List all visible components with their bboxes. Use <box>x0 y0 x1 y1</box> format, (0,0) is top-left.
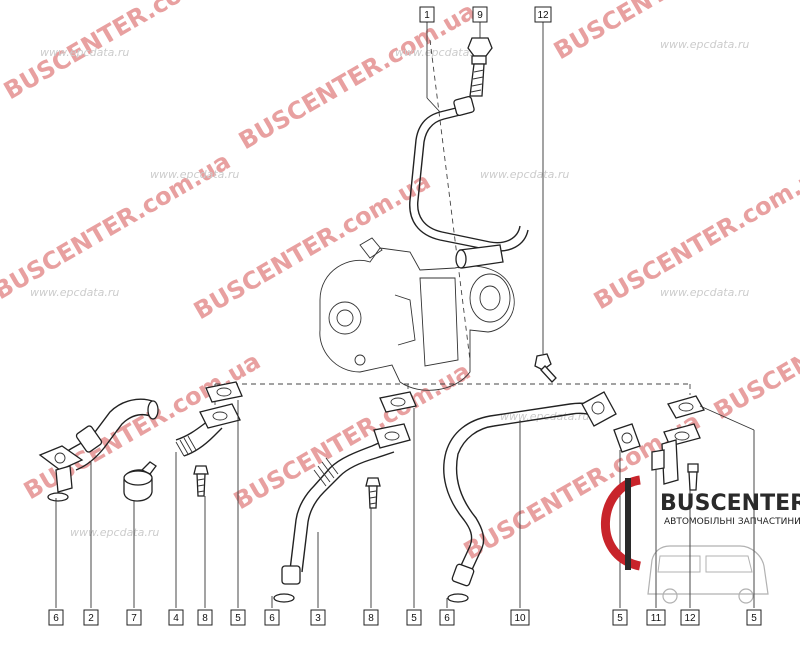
callout-8: 8 <box>363 609 379 626</box>
callout-10: 10 <box>510 609 530 626</box>
callout-label: 11 <box>651 613 662 624</box>
callout-label: 12 <box>537 10 549 21</box>
callouts-top: 1 9 12 <box>419 6 552 23</box>
callout-5: 5 <box>230 609 246 626</box>
banjo-bolt <box>467 37 493 97</box>
callout-12: 12 <box>534 6 552 23</box>
oil-return-pipe-right <box>443 391 641 603</box>
callout-label: 6 <box>53 613 59 624</box>
watermark-brand: BUSCENTER.com.ua <box>229 357 475 515</box>
buscenter-logo: BUSCENTER АВТОМОБІЛЬНІ ЗАПЧАСТИНИ <box>600 475 800 604</box>
watermark-brand: BUSCENTER.com.ua <box>234 0 480 155</box>
turbocharger-assembly <box>319 237 515 391</box>
logo-subtitle: АВТОМОБІЛЬНІ ЗАПЧАСТИНИ <box>664 517 800 527</box>
callout-2: 2 <box>83 609 99 626</box>
watermark-brand: BUSCENTER.com.ua <box>189 167 435 325</box>
callout-label: 8 <box>368 613 374 624</box>
callout-label: 6 <box>269 613 275 624</box>
callout-5: 5 <box>406 609 422 626</box>
callout-label: 8 <box>202 613 208 624</box>
callout-label: 9 <box>477 10 483 21</box>
callout-4: 4 <box>168 609 184 626</box>
leader-lines <box>55 22 755 608</box>
callout-12: 12 <box>680 609 700 626</box>
callout-8: 8 <box>197 609 213 626</box>
callout-label: 6 <box>444 613 450 624</box>
callout-5: 5 <box>612 609 628 626</box>
watermark-site: www.epcdata.ru <box>480 168 569 181</box>
logo-name: BUSCENTER <box>660 491 800 516</box>
oil-return-adapter <box>651 395 705 491</box>
watermark-layer: BUSCENTER.com.ua BUSCENTER.com.ua BUSCEN… <box>0 0 800 565</box>
watermark-site: www.epcdata.ru <box>395 46 484 59</box>
logo-c-mark <box>600 475 642 571</box>
callout-label: 1 <box>424 10 430 21</box>
callout-label: 5 <box>411 613 417 624</box>
callout-3: 3 <box>310 609 326 626</box>
callout-6: 6 <box>264 609 280 626</box>
callout-5: 5 <box>746 609 762 626</box>
flange-bolt-top <box>534 353 557 383</box>
callouts-bottom: 6 2 7 4 8 5 6 3 8 5 6 10 5 11 12 5 <box>48 609 762 626</box>
callout-label: 5 <box>751 613 757 624</box>
callout-label: 3 <box>315 613 321 624</box>
callout-label: 5 <box>617 613 623 624</box>
callout-label: 4 <box>173 613 179 624</box>
callout-6: 6 <box>48 609 64 626</box>
callout-label: 5 <box>235 613 241 624</box>
callout-label: 7 <box>131 613 137 624</box>
watermark-site: www.epcdata.ru <box>150 168 239 181</box>
minibus-icon <box>647 545 769 604</box>
callout-label: 10 <box>514 613 526 624</box>
oil-return-pipe-left <box>273 391 417 603</box>
watermark-brand: BUSCENTER.com.ua <box>549 0 795 65</box>
oil-feed-pipe <box>409 95 529 269</box>
callout-1: 1 <box>419 6 435 23</box>
left-hose-group <box>38 381 243 502</box>
watermark-site: www.epcdata.ru <box>500 410 589 423</box>
callout-11: 11 <box>646 609 666 626</box>
callout-7: 7 <box>126 609 142 626</box>
callout-label: 2 <box>88 613 94 624</box>
watermark-site: www.epcdata.ru <box>660 38 749 51</box>
callout-9: 9 <box>472 6 488 23</box>
watermark-site: www.epcdata.ru <box>660 286 749 299</box>
watermark-site: www.epcdata.ru <box>30 286 119 299</box>
callout-label: 12 <box>684 613 696 624</box>
callout-6: 6 <box>439 609 455 626</box>
watermark-site: www.epcdata.ru <box>40 46 129 59</box>
assembly-guide-lines <box>214 39 691 405</box>
watermark-site: www.epcdata.ru <box>70 526 159 539</box>
